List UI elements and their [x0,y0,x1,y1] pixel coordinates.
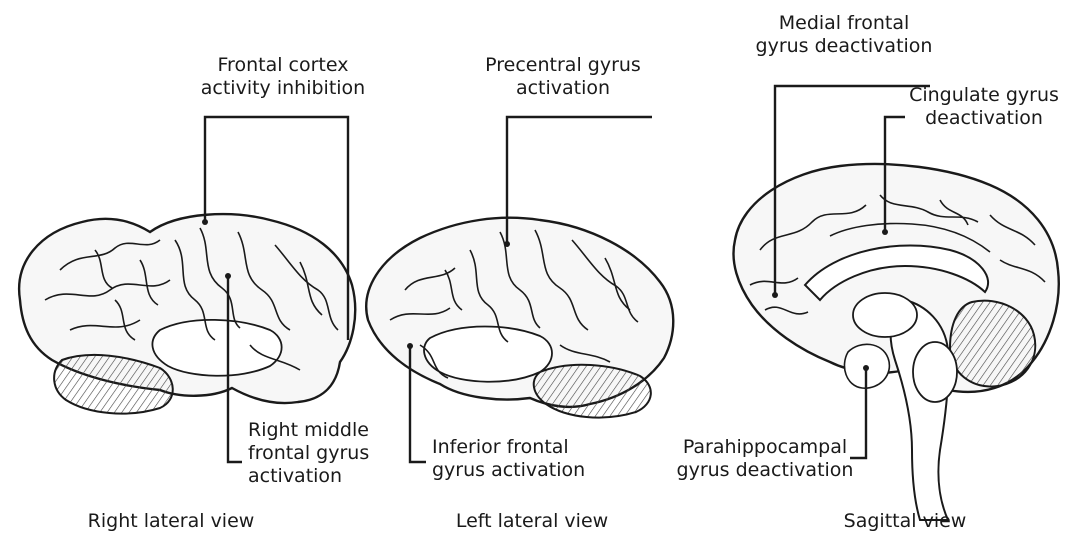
label-precentral: Precentral gyrus activation [468,54,658,100]
marker-right-middle-frontal [225,273,231,279]
marker-precentral [504,241,510,247]
label-right-middle-frontal: Right middle frontal gyrus activation [248,419,388,488]
right-lateral-brain-illustration [19,214,355,413]
marker-parahippocampal [863,365,869,371]
pons [913,342,957,402]
thalamus [853,293,917,337]
caption-left-lateral-view: Left lateral view [432,510,632,533]
left-temporal-lobe [424,327,552,382]
caption-sagittal-view: Sagittal view [820,510,990,533]
right-temporal-lobe [152,320,281,376]
label-medial-frontal: Medial frontal gyrus deactivation [744,12,944,58]
marker-inferior-frontal [407,343,413,349]
caption-right-lateral-view: Right lateral view [58,510,284,533]
label-parahippocampal: Parahippocampal gyrus deactivation [672,436,858,482]
marker-frontal-cortex [202,219,208,225]
left-cerebellum [534,365,651,418]
label-frontal-cortex: Frontal cortex activity inhibition [178,54,388,100]
label-inferior-frontal: Inferior frontal gyrus activation [432,436,602,482]
left-lateral-brain-illustration [366,218,673,418]
label-cingulate: Cingulate gyrus deactivation [904,84,1064,130]
marker-cingulate [882,229,888,235]
marker-medial-frontal [772,292,778,298]
